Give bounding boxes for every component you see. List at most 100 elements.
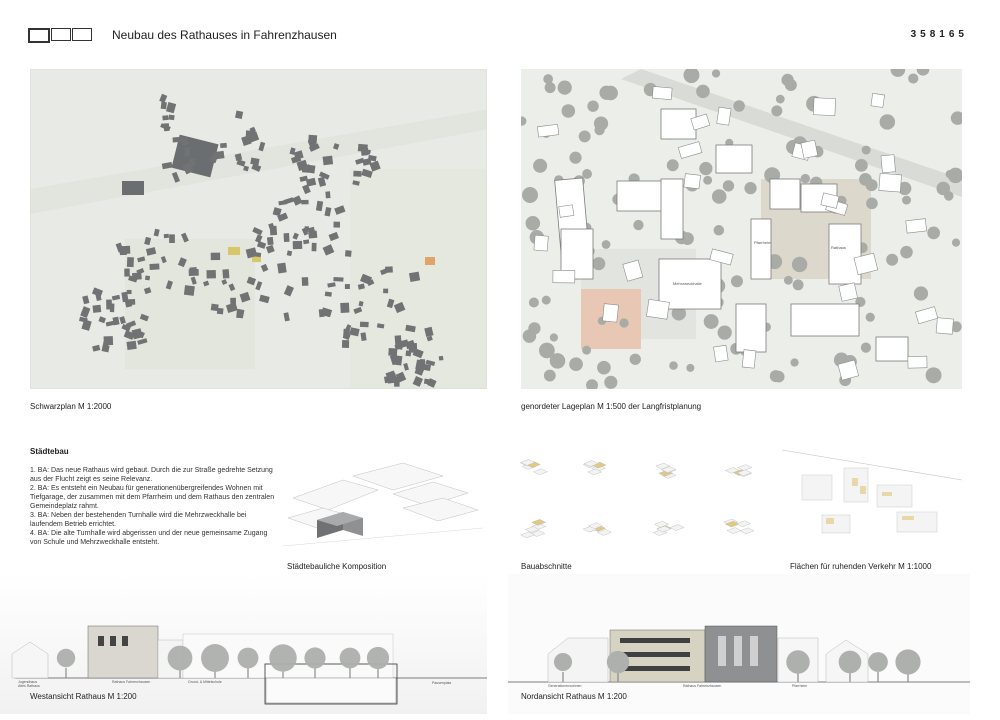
bauabschnitte-diagram <box>508 438 768 556</box>
building-block <box>210 252 221 261</box>
staedtebau-item: 4. BA: Die alte Turnhalle wird abgerisse… <box>30 530 268 546</box>
building-block <box>277 212 289 222</box>
house <box>838 282 858 302</box>
building-block <box>360 332 367 341</box>
building-block <box>393 301 406 314</box>
tree <box>866 197 878 210</box>
nordansicht-label-rathaus: Rathaus Fahrenzhausen <box>683 684 721 688</box>
building-block <box>425 359 436 367</box>
tree-trunk <box>314 668 316 678</box>
building-block <box>318 308 325 318</box>
tree <box>606 650 630 674</box>
house <box>713 344 729 363</box>
building-block <box>322 244 335 256</box>
building-block <box>149 263 160 270</box>
house <box>878 173 902 193</box>
tree <box>304 647 326 669</box>
tree-trunk <box>907 672 909 682</box>
house <box>677 141 703 159</box>
building-block <box>220 142 227 149</box>
tree <box>521 116 527 126</box>
building-block <box>408 342 418 353</box>
tree <box>711 69 721 78</box>
building-block <box>162 115 169 121</box>
tree-trunk <box>65 668 67 678</box>
house <box>905 218 927 234</box>
building-block <box>243 165 250 172</box>
building-block <box>333 221 341 228</box>
building-block <box>324 311 331 318</box>
house <box>741 349 757 369</box>
building-block <box>251 163 262 172</box>
building-block <box>328 231 339 242</box>
tree-trunk <box>214 668 216 678</box>
tree <box>592 257 606 271</box>
tree <box>950 321 962 333</box>
house <box>800 139 819 159</box>
building-block <box>301 168 310 173</box>
building-block <box>360 147 369 156</box>
tree <box>593 116 609 131</box>
house <box>812 97 837 117</box>
building-block <box>389 354 399 366</box>
tree-trunk <box>282 668 284 678</box>
building-block <box>333 143 340 150</box>
building-block <box>296 159 309 171</box>
building-block <box>427 378 437 388</box>
house <box>552 269 576 284</box>
building-block <box>163 233 169 239</box>
bauabschnitt-diagram <box>652 521 685 536</box>
building-block <box>344 250 352 257</box>
bauabschnitt-diagram <box>582 460 607 476</box>
building-block <box>318 171 330 180</box>
building-block <box>283 233 290 243</box>
building-block <box>358 300 364 307</box>
building-block <box>308 226 316 234</box>
building-block <box>105 320 117 327</box>
tree <box>366 646 390 670</box>
tree-trunk <box>877 672 879 682</box>
tree <box>669 361 678 370</box>
tree-trunk <box>797 672 799 682</box>
tree <box>900 245 913 259</box>
nordansicht-label-wohnen: Generationenwohnen <box>548 684 582 688</box>
tree <box>557 80 572 95</box>
house <box>853 252 879 276</box>
building-block <box>345 324 352 332</box>
building-block <box>188 158 196 166</box>
building-block <box>126 289 132 295</box>
tree <box>339 647 361 669</box>
building-block <box>143 287 152 295</box>
tree <box>633 219 644 231</box>
tree-trunk <box>349 668 351 678</box>
building-block <box>183 285 195 296</box>
tree <box>525 215 541 231</box>
tree <box>541 295 551 305</box>
tree <box>543 369 556 382</box>
building-block <box>177 257 187 268</box>
lageplan-label-mehrzweckhalle: Mehrzweckhalle <box>673 281 702 286</box>
building-block <box>144 236 152 246</box>
tree <box>703 314 719 329</box>
building-block <box>234 153 243 161</box>
tree <box>860 342 872 353</box>
ruhender-verkehr-caption: Flächen für ruhenden Verkehr M 1:1000 <box>790 562 932 571</box>
building-block <box>123 330 135 340</box>
building-block <box>92 304 102 313</box>
westansicht-label-rathaus: Rathaus Fahrenzhausen <box>112 680 150 684</box>
building-block <box>245 247 258 259</box>
building-block <box>252 226 263 236</box>
building-block <box>283 197 295 205</box>
house <box>870 93 885 108</box>
building-block <box>344 284 350 289</box>
building-block <box>353 170 362 177</box>
building-block <box>383 375 395 384</box>
building-block <box>403 362 409 371</box>
building-block <box>81 319 92 331</box>
building-block <box>168 114 175 121</box>
house <box>690 113 711 131</box>
tree <box>543 74 554 84</box>
building-block <box>286 250 293 257</box>
komposition-caption: Städtebauliche Komposition <box>287 562 387 571</box>
tree <box>553 652 573 672</box>
